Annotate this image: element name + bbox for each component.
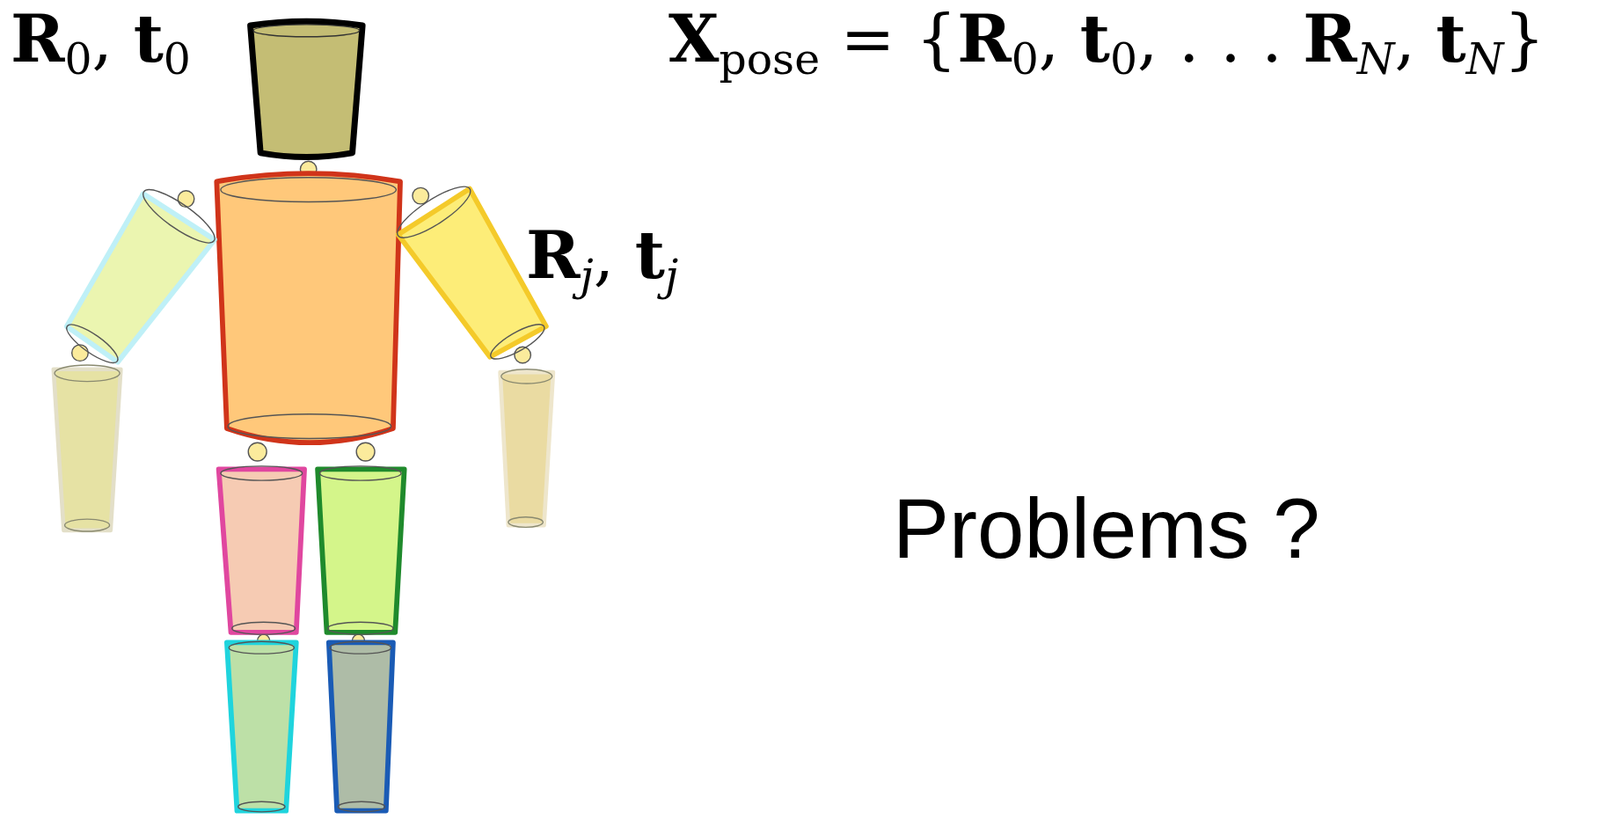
right-thigh <box>317 468 405 633</box>
label-text: t <box>635 217 665 293</box>
right-forearm <box>500 372 554 526</box>
right-upper-arm <box>398 188 547 357</box>
pose-formula: Xpose = {R0, t0, . . . RN, tN} <box>668 3 1546 83</box>
label-text: , <box>92 0 134 77</box>
label-text: j <box>580 250 594 301</box>
question-text: Problems ? <box>892 482 1321 576</box>
label-text: , <box>1394 0 1436 77</box>
label-text: 0 <box>65 34 93 85</box>
label-text: R <box>1302 0 1358 77</box>
label-text: } <box>1503 0 1545 77</box>
label-text: = { <box>819 0 958 77</box>
label-text: 0 <box>1011 34 1039 85</box>
label-text: N <box>1357 34 1396 85</box>
left-shin <box>226 642 297 811</box>
label-text: , <box>1038 0 1081 77</box>
label-text: j <box>664 250 679 301</box>
head <box>250 21 364 157</box>
label-text: pose <box>718 34 820 85</box>
label-text: R <box>526 217 581 293</box>
label-text: , . . . <box>1137 0 1303 77</box>
label-text: N <box>1466 34 1505 85</box>
label-text: X <box>668 0 719 77</box>
joint-pose-label: Rj, tj <box>526 219 679 300</box>
label-text: R <box>957 0 1012 77</box>
right-shin <box>328 642 394 811</box>
label-text: t <box>133 0 164 77</box>
left-thigh <box>219 468 305 633</box>
label-text: R <box>10 0 66 77</box>
label-text: t <box>1436 0 1467 77</box>
label-text: 0 <box>1110 34 1138 85</box>
torso <box>216 173 401 443</box>
root-pose-label: R0, t0 <box>10 3 191 83</box>
left-upper-arm <box>66 193 215 362</box>
label-text: 0 <box>163 34 191 85</box>
left-forearm <box>53 369 122 531</box>
label-text: , <box>593 217 636 293</box>
label-text: Problems ? <box>892 481 1321 576</box>
label-text: t <box>1080 0 1111 77</box>
